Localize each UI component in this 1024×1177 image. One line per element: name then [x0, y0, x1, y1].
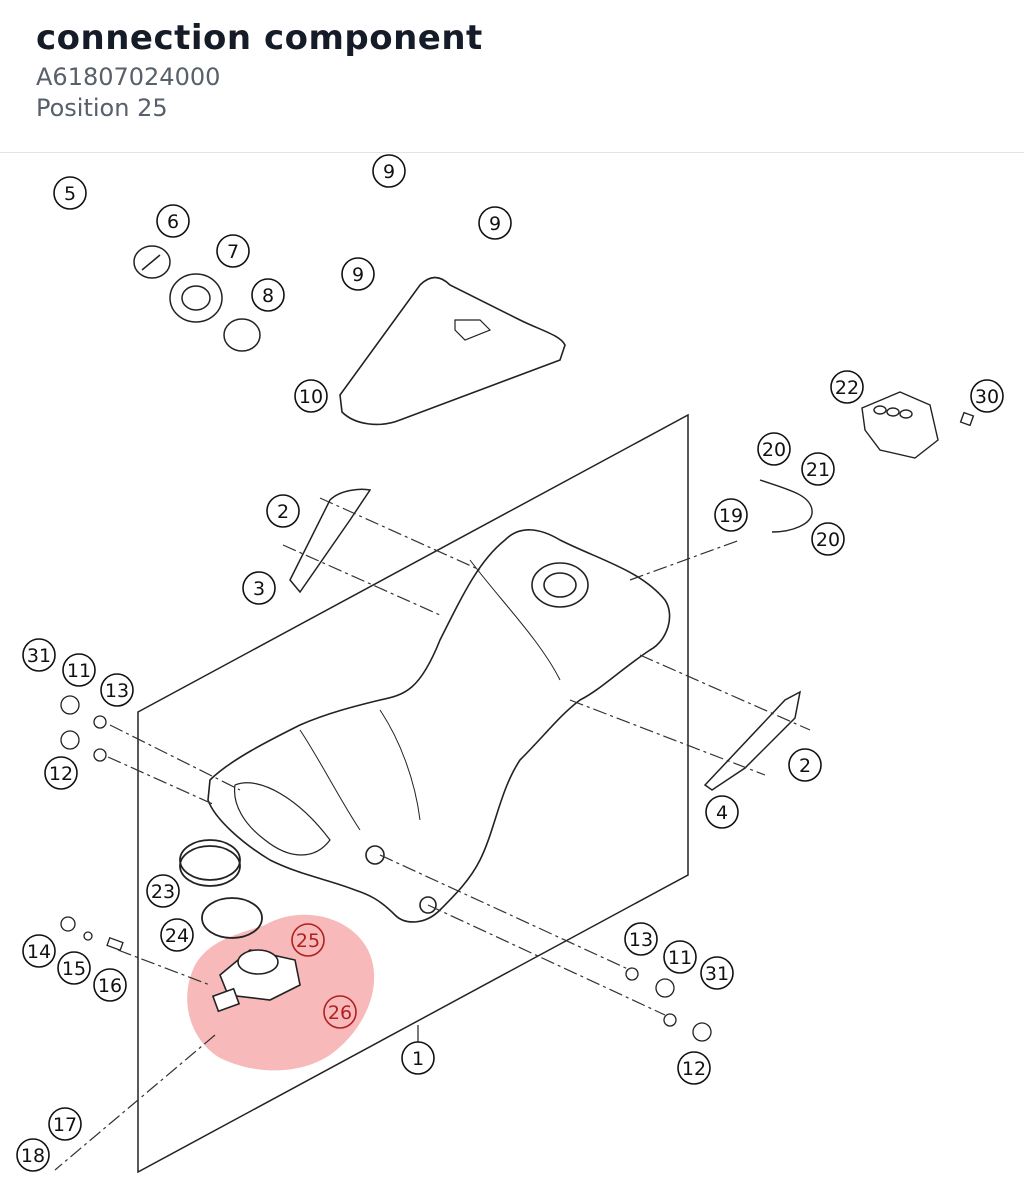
callout-label-14: 14 — [27, 941, 51, 963]
callout-label-21: 21 — [806, 459, 830, 481]
callout-circle-3[interactable] — [242, 571, 276, 605]
callout-label-25: 25 — [296, 930, 320, 952]
callout-label-17: 17 — [53, 1114, 77, 1136]
callout-label-4: 4 — [716, 802, 728, 824]
callout-label-18: 18 — [21, 1145, 45, 1167]
callout-label-31: 31 — [27, 645, 51, 667]
callout-circle-13[interactable] — [624, 922, 658, 956]
callout-circle-12[interactable] — [677, 1051, 711, 1085]
callout-circle-2[interactable] — [266, 494, 300, 528]
callout-label-22: 22 — [835, 377, 859, 399]
callout-label-6: 6 — [167, 211, 179, 233]
callout-circle-2[interactable] — [788, 748, 822, 782]
callout-circle-20[interactable] — [757, 432, 791, 466]
callout-circle-30[interactable] — [970, 379, 1004, 413]
fuel-hose — [759, 479, 813, 533]
fuel-pump-unit — [861, 391, 975, 459]
callout-circle-20[interactable] — [811, 522, 845, 556]
callout-circle-22[interactable] — [830, 370, 864, 404]
callout-circle-15[interactable] — [57, 951, 91, 985]
callout-label-20: 20 — [816, 529, 840, 551]
alignment-lines — [54, 497, 811, 1171]
callout-label-8: 8 — [262, 285, 274, 307]
callout-label-24: 24 — [165, 925, 189, 947]
seat-panel — [339, 276, 566, 426]
callout-label-7: 7 — [227, 241, 239, 263]
side-cover-right — [703, 690, 802, 791]
callout-circle-5[interactable] — [53, 176, 87, 210]
callout-circle-4[interactable] — [705, 795, 739, 829]
callout-circle-31[interactable] — [700, 956, 734, 990]
fuel-tank — [207, 529, 671, 923]
part-number: A61807024000 — [36, 63, 221, 91]
callout-label-11: 11 — [67, 660, 91, 682]
callout-label-10: 10 — [299, 386, 323, 408]
callout-circle-8[interactable] — [251, 278, 285, 312]
part-title: connection component — [36, 18, 483, 58]
callout-circle-26[interactable] — [323, 995, 357, 1029]
connection-component — [211, 949, 301, 1013]
callout-circle-25[interactable] — [291, 923, 325, 957]
callout-label-23: 23 — [151, 881, 175, 903]
callout-label-2: 2 — [799, 755, 811, 777]
callout-circle-9[interactable] — [341, 257, 375, 291]
callout-circle-12[interactable] — [44, 756, 78, 790]
callout-label-19: 19 — [719, 505, 743, 527]
callout-circle-7[interactable] — [216, 234, 250, 268]
callout-circle-14[interactable] — [22, 934, 56, 968]
callout-label-2: 2 — [277, 501, 289, 523]
callout-circle-31[interactable] — [22, 638, 56, 672]
callout-label-31: 31 — [705, 963, 729, 985]
callout-label-11: 11 — [668, 947, 692, 969]
callout-label-30: 30 — [975, 386, 999, 408]
small-fasteners — [60, 695, 712, 1042]
callout-label-15: 15 — [62, 958, 86, 980]
callout-circle-9[interactable] — [372, 154, 406, 188]
callout-circle-21[interactable] — [801, 452, 835, 486]
callout-circle-11[interactable] — [62, 653, 96, 687]
callout-circle-16[interactable] — [93, 968, 127, 1002]
callout-label-13: 13 — [105, 680, 129, 702]
callout-circle-13[interactable] — [100, 673, 134, 707]
callout-label-9: 9 — [383, 161, 395, 183]
callout-circle-19[interactable] — [714, 498, 748, 532]
callout-label-9: 9 — [352, 264, 364, 286]
callout-circle-1[interactable] — [401, 1041, 435, 1075]
callout-label-3: 3 — [253, 578, 265, 600]
callout-circle-18[interactable] — [16, 1138, 50, 1172]
callout-circle-11[interactable] — [663, 940, 697, 974]
callout-circle-10[interactable] — [294, 379, 328, 413]
callout-label-1: 1 — [412, 1048, 424, 1070]
callout-label-26: 26 — [328, 1002, 352, 1024]
filler-cap-parts — [133, 245, 261, 352]
callout-circle-9[interactable] — [478, 206, 512, 240]
side-cover-left — [289, 488, 372, 594]
callout-circle-24[interactable] — [160, 918, 194, 952]
callout-label-16: 16 — [98, 975, 122, 997]
callout-label-5: 5 — [64, 183, 76, 205]
callout-circle-17[interactable] — [48, 1107, 82, 1141]
part-header: connection component A61807024000 Positi… — [0, 0, 1024, 153]
callout-label-12: 12 — [49, 763, 73, 785]
frame-outline — [137, 413, 689, 1174]
callout-label-20: 20 — [762, 439, 786, 461]
callout-label-12: 12 — [682, 1058, 706, 1080]
callout-label-9: 9 — [489, 213, 501, 235]
position-label: Position 25 — [36, 94, 168, 122]
callout-circle-23[interactable] — [146, 874, 180, 908]
callout-label-13: 13 — [629, 929, 653, 951]
callout-circle-6[interactable] — [156, 204, 190, 238]
seal-rings — [179, 839, 263, 939]
